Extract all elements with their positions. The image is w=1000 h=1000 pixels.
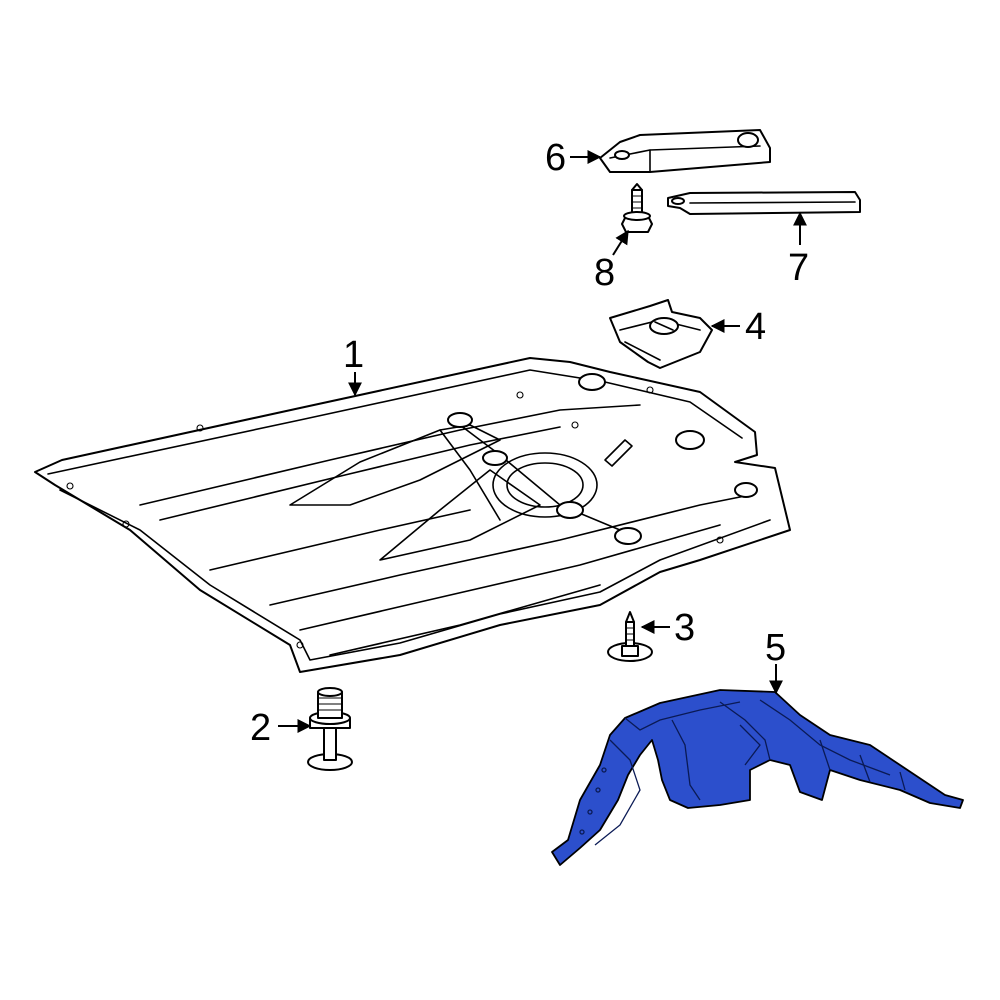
bracket-part[interactable] bbox=[599, 129, 771, 173]
callout-1: 1 bbox=[343, 334, 364, 376]
splash-shield-part[interactable] bbox=[34, 357, 791, 673]
callout-2: 2 bbox=[250, 707, 271, 749]
leader-line-8 bbox=[612, 229, 629, 256]
flange-bolt-part[interactable] bbox=[621, 183, 653, 233]
callout-8: 8 bbox=[594, 252, 615, 294]
fender-liner-part[interactable] bbox=[551, 689, 964, 866]
retainer-clip-part[interactable] bbox=[609, 299, 713, 369]
callout-4: 4 bbox=[745, 306, 766, 348]
callout-5: 5 bbox=[765, 627, 786, 669]
callout-7: 7 bbox=[788, 247, 809, 289]
reinforcement-strip-part[interactable] bbox=[667, 191, 861, 215]
callout-6: 6 bbox=[545, 137, 566, 179]
screw-washer-part[interactable] bbox=[607, 611, 653, 662]
callout-3: 3 bbox=[674, 607, 695, 649]
bolt-washer-part[interactable] bbox=[307, 687, 353, 771]
